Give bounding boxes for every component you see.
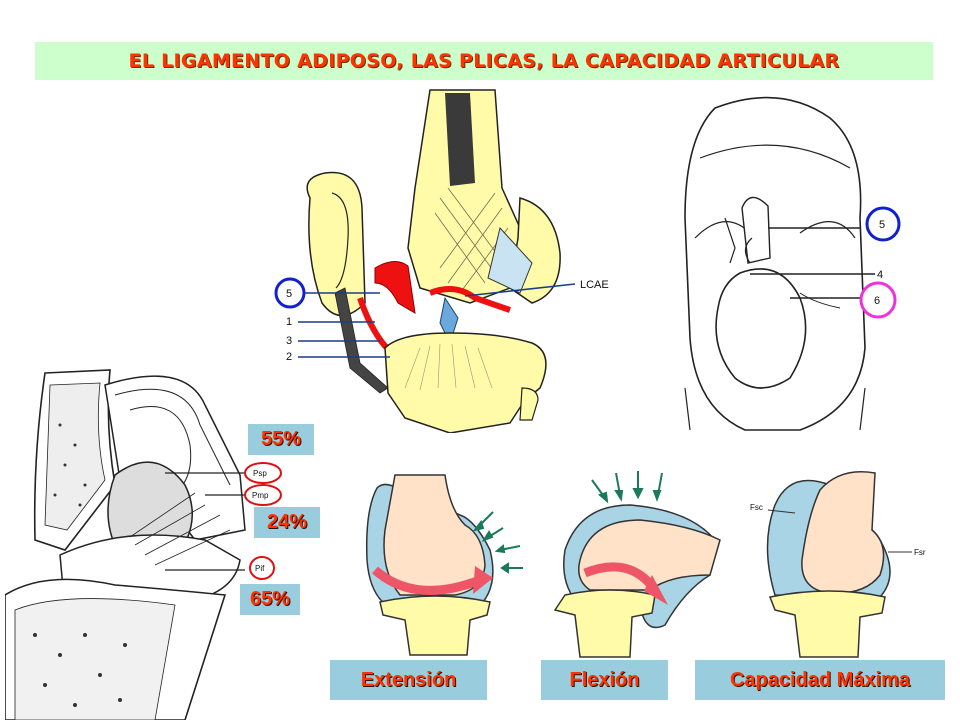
capsule-flexion-diagram (553, 471, 721, 658)
percentage-55: 55% (248, 424, 314, 455)
page-title: EL LIGAMENTO ADIPOSO, LAS PLICAS, LA CAP… (128, 50, 840, 72)
medial-condyle (306, 171, 366, 317)
psp-ellipse (244, 462, 282, 484)
femur-extension (383, 474, 486, 596)
knee-sagittal-section: Psp Pmp Pif (5, 369, 282, 720)
tibia-3d (384, 332, 547, 433)
femur-maximum (801, 471, 885, 594)
red-ligament-mid (428, 286, 511, 313)
label-psp: Psp (253, 469, 267, 478)
patella-front (715, 268, 807, 389)
red-ligament-upper (374, 261, 416, 314)
label-circle-6-front (859, 281, 897, 319)
caption-flexion: Flexión (541, 660, 668, 700)
percentage-65: 65% (240, 584, 300, 615)
label-2: 2 (286, 351, 292, 363)
label-pif: Pif (255, 564, 265, 573)
label-5: 5 (286, 288, 292, 300)
caption-maximum-capacity: Capacidad Máxima (695, 660, 945, 700)
tibia-flexion (553, 589, 656, 658)
label-1: 1 (286, 316, 292, 328)
label-pmp: Pmp (252, 491, 269, 500)
label-fsc: Fsc (750, 503, 763, 512)
label-3: 3 (286, 335, 292, 347)
label-circle-5-front (865, 206, 901, 242)
knee-front-view: 5 4 6 (684, 96, 901, 431)
title-bar: EL LIGAMENTO ADIPOSO, LAS PLICAS, LA CAP… (35, 42, 933, 80)
femur-flexion (578, 519, 721, 591)
label-lcae: LCAE (580, 279, 609, 291)
label-6-front: 6 (874, 295, 880, 307)
pmp-ellipse (244, 484, 282, 506)
percentage-24: 24% (254, 507, 320, 538)
tibia-extension (379, 595, 491, 656)
label-4-front: 4 (877, 269, 883, 281)
caption-extension: Extensión (330, 660, 487, 700)
capsule-extension-diagram (365, 474, 523, 656)
label-5-front: 5 (879, 219, 885, 231)
pif-ellipse (249, 556, 275, 580)
label-fsr: Fsr (914, 548, 926, 557)
capsule-maximum-diagram: Fsc Fsr (750, 471, 926, 658)
knee-3d-illustration: 5 1 3 2 LCAE (274, 89, 609, 433)
tibia-maximum (768, 590, 886, 658)
